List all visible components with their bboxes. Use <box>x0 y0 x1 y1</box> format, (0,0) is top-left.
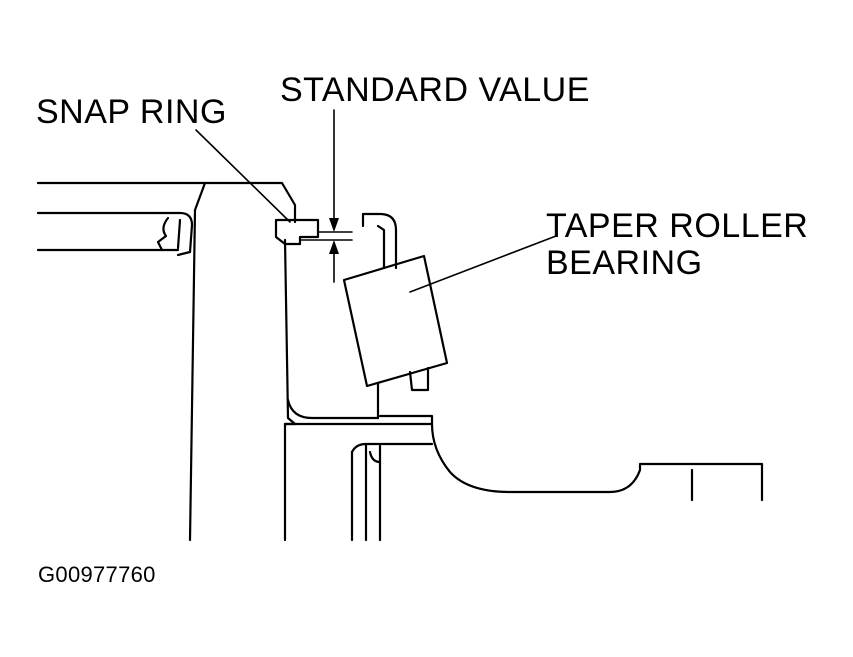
leader-lines <box>195 129 557 293</box>
taper-roller-label-line2: BEARING <box>546 244 703 282</box>
bearing-leader <box>409 235 557 293</box>
standard-value-dimension <box>299 109 353 283</box>
snap-ring-leader <box>195 129 291 223</box>
figure-code: G00977760 <box>38 562 156 587</box>
lower-flange <box>350 422 764 542</box>
taper-roller-bearing <box>342 254 449 392</box>
taper-roller-label-line1: TAPER ROLLER <box>546 207 809 245</box>
snap-ring-label: SNAP RING <box>36 93 227 131</box>
bearing-retainer <box>361 212 398 270</box>
shaft-body <box>283 238 434 542</box>
standard-value-label: STANDARD VALUE <box>280 71 590 109</box>
housing-outline <box>36 181 297 542</box>
oil-seal <box>36 211 194 257</box>
